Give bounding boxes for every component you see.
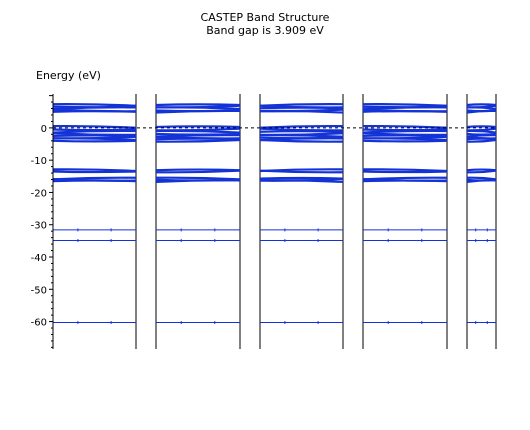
band-line	[362, 139, 448, 143]
band-line	[52, 134, 137, 138]
band-line	[466, 168, 497, 172]
band-line	[52, 124, 137, 129]
band-line	[259, 130, 344, 133]
band-line	[155, 138, 241, 143]
band-line	[362, 170, 448, 174]
band-line	[155, 103, 241, 107]
band-line	[52, 139, 137, 143]
band-line	[155, 125, 241, 129]
band-line	[155, 168, 241, 172]
band-line	[259, 179, 344, 184]
chart-title: CASTEP Band Structure	[200, 11, 330, 24]
band-line	[52, 106, 137, 111]
band-line	[466, 106, 497, 111]
y-tick-label: -30	[31, 221, 47, 232]
band-line	[362, 179, 448, 183]
band-line	[155, 137, 241, 141]
band-line	[52, 179, 137, 183]
band-line	[155, 129, 241, 134]
band-line	[466, 138, 497, 143]
y-tick-label: -40	[31, 253, 47, 264]
band-line	[155, 106, 241, 111]
band-line	[362, 129, 448, 134]
band-line	[466, 125, 497, 129]
band-line	[259, 169, 344, 174]
y-tick-label: -50	[31, 285, 47, 296]
band-line	[466, 169, 497, 174]
band-line	[466, 109, 497, 114]
band-line	[259, 106, 344, 110]
y-axis-label: Energy (eV)	[36, 69, 101, 82]
band-line	[155, 179, 241, 184]
band-line	[155, 169, 241, 174]
band-line	[52, 103, 137, 107]
band-line	[466, 103, 497, 107]
band-line	[259, 176, 344, 180]
band-line	[52, 170, 137, 174]
band-line	[362, 137, 448, 142]
band-line	[52, 137, 137, 142]
band-line	[259, 124, 344, 129]
y-tick-label: -20	[31, 188, 47, 199]
band-line	[259, 109, 344, 114]
chart-subtitle: Band gap is 3.909 eV	[206, 24, 324, 37]
band-line	[155, 109, 241, 114]
y-tick-label: 0	[41, 124, 47, 135]
band-line	[466, 179, 497, 184]
band-line	[362, 106, 448, 111]
band-line	[362, 103, 448, 107]
band-line	[466, 137, 497, 141]
band-line	[259, 133, 344, 138]
y-tick-label: -60	[31, 318, 47, 329]
band-line	[52, 110, 137, 113]
band-line	[362, 110, 448, 113]
band-line	[259, 138, 344, 143]
band-line	[362, 134, 448, 138]
y-tick-label: -10	[31, 156, 47, 167]
band-line	[52, 129, 137, 134]
band-line	[362, 124, 448, 129]
band-line	[466, 129, 497, 134]
